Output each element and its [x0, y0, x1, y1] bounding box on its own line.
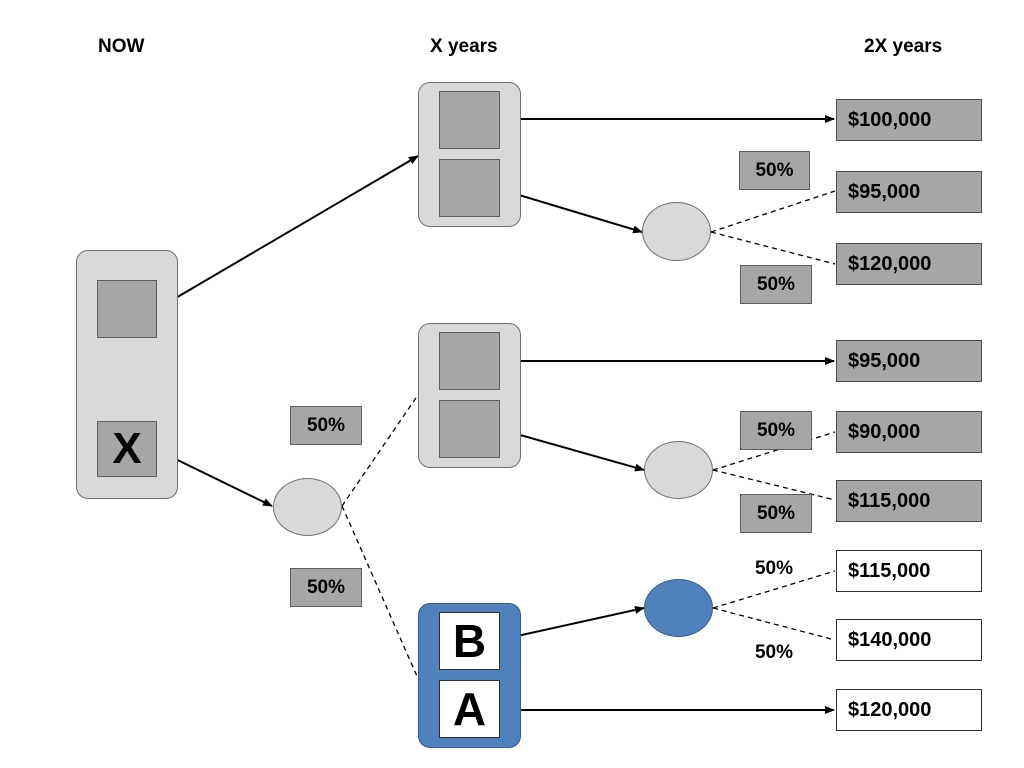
arrow-b-to-chance-blue — [498, 606, 645, 641]
dash-to-120000 — [710, 231, 836, 265]
header-2x-years: 2X years — [864, 36, 943, 57]
probability-label: 50% — [740, 265, 812, 304]
option-a: A — [439, 680, 500, 738]
outcome-box: $140,000 — [836, 619, 982, 661]
xyears-option-square — [439, 332, 500, 390]
xyears-option-square — [439, 91, 500, 149]
outcome-box: $120,000 — [836, 243, 982, 285]
xyears-option-square — [439, 159, 500, 217]
probability-label: 50% — [290, 406, 362, 445]
probability-label: 50% — [740, 494, 812, 533]
probability-label: 50% — [739, 151, 810, 190]
outcome-box: $90,000 — [836, 411, 982, 453]
probability-label: 50% — [754, 642, 794, 663]
probability-label: 50% — [754, 558, 794, 579]
chance-node-top — [642, 202, 711, 261]
arrow-now-to-upper-group — [156, 155, 419, 310]
now-option-x: X — [97, 421, 157, 477]
outcome-box: $120,000 — [836, 689, 982, 731]
outcome-box: $115,000 — [836, 550, 982, 592]
dash-to-140000 — [712, 607, 836, 641]
arrow-to-chance-middle — [498, 428, 645, 472]
xyears-option-square — [439, 400, 500, 458]
dash-to-115000-mid — [712, 469, 836, 501]
option-b: B — [439, 612, 500, 670]
outcome-box: $95,000 — [836, 340, 982, 382]
probability-label: 50% — [290, 568, 362, 607]
chance-node-blue — [644, 579, 713, 637]
dash-to-95000 — [710, 190, 836, 233]
header-now: NOW — [98, 36, 145, 57]
dash-to-90000 — [712, 431, 836, 471]
arrow-to-chance-top — [498, 188, 643, 234]
outcome-box: $100,000 — [836, 99, 982, 141]
probability-label: 50% — [740, 411, 812, 450]
dash-to-115000-blue — [712, 570, 836, 609]
now-option-square — [97, 280, 157, 338]
outcome-box: $115,000 — [836, 480, 982, 522]
outcome-box: $95,000 — [836, 171, 982, 213]
chance-node-now — [273, 478, 342, 536]
header-x-years: X years — [430, 36, 498, 57]
chance-node-middle — [644, 441, 713, 499]
